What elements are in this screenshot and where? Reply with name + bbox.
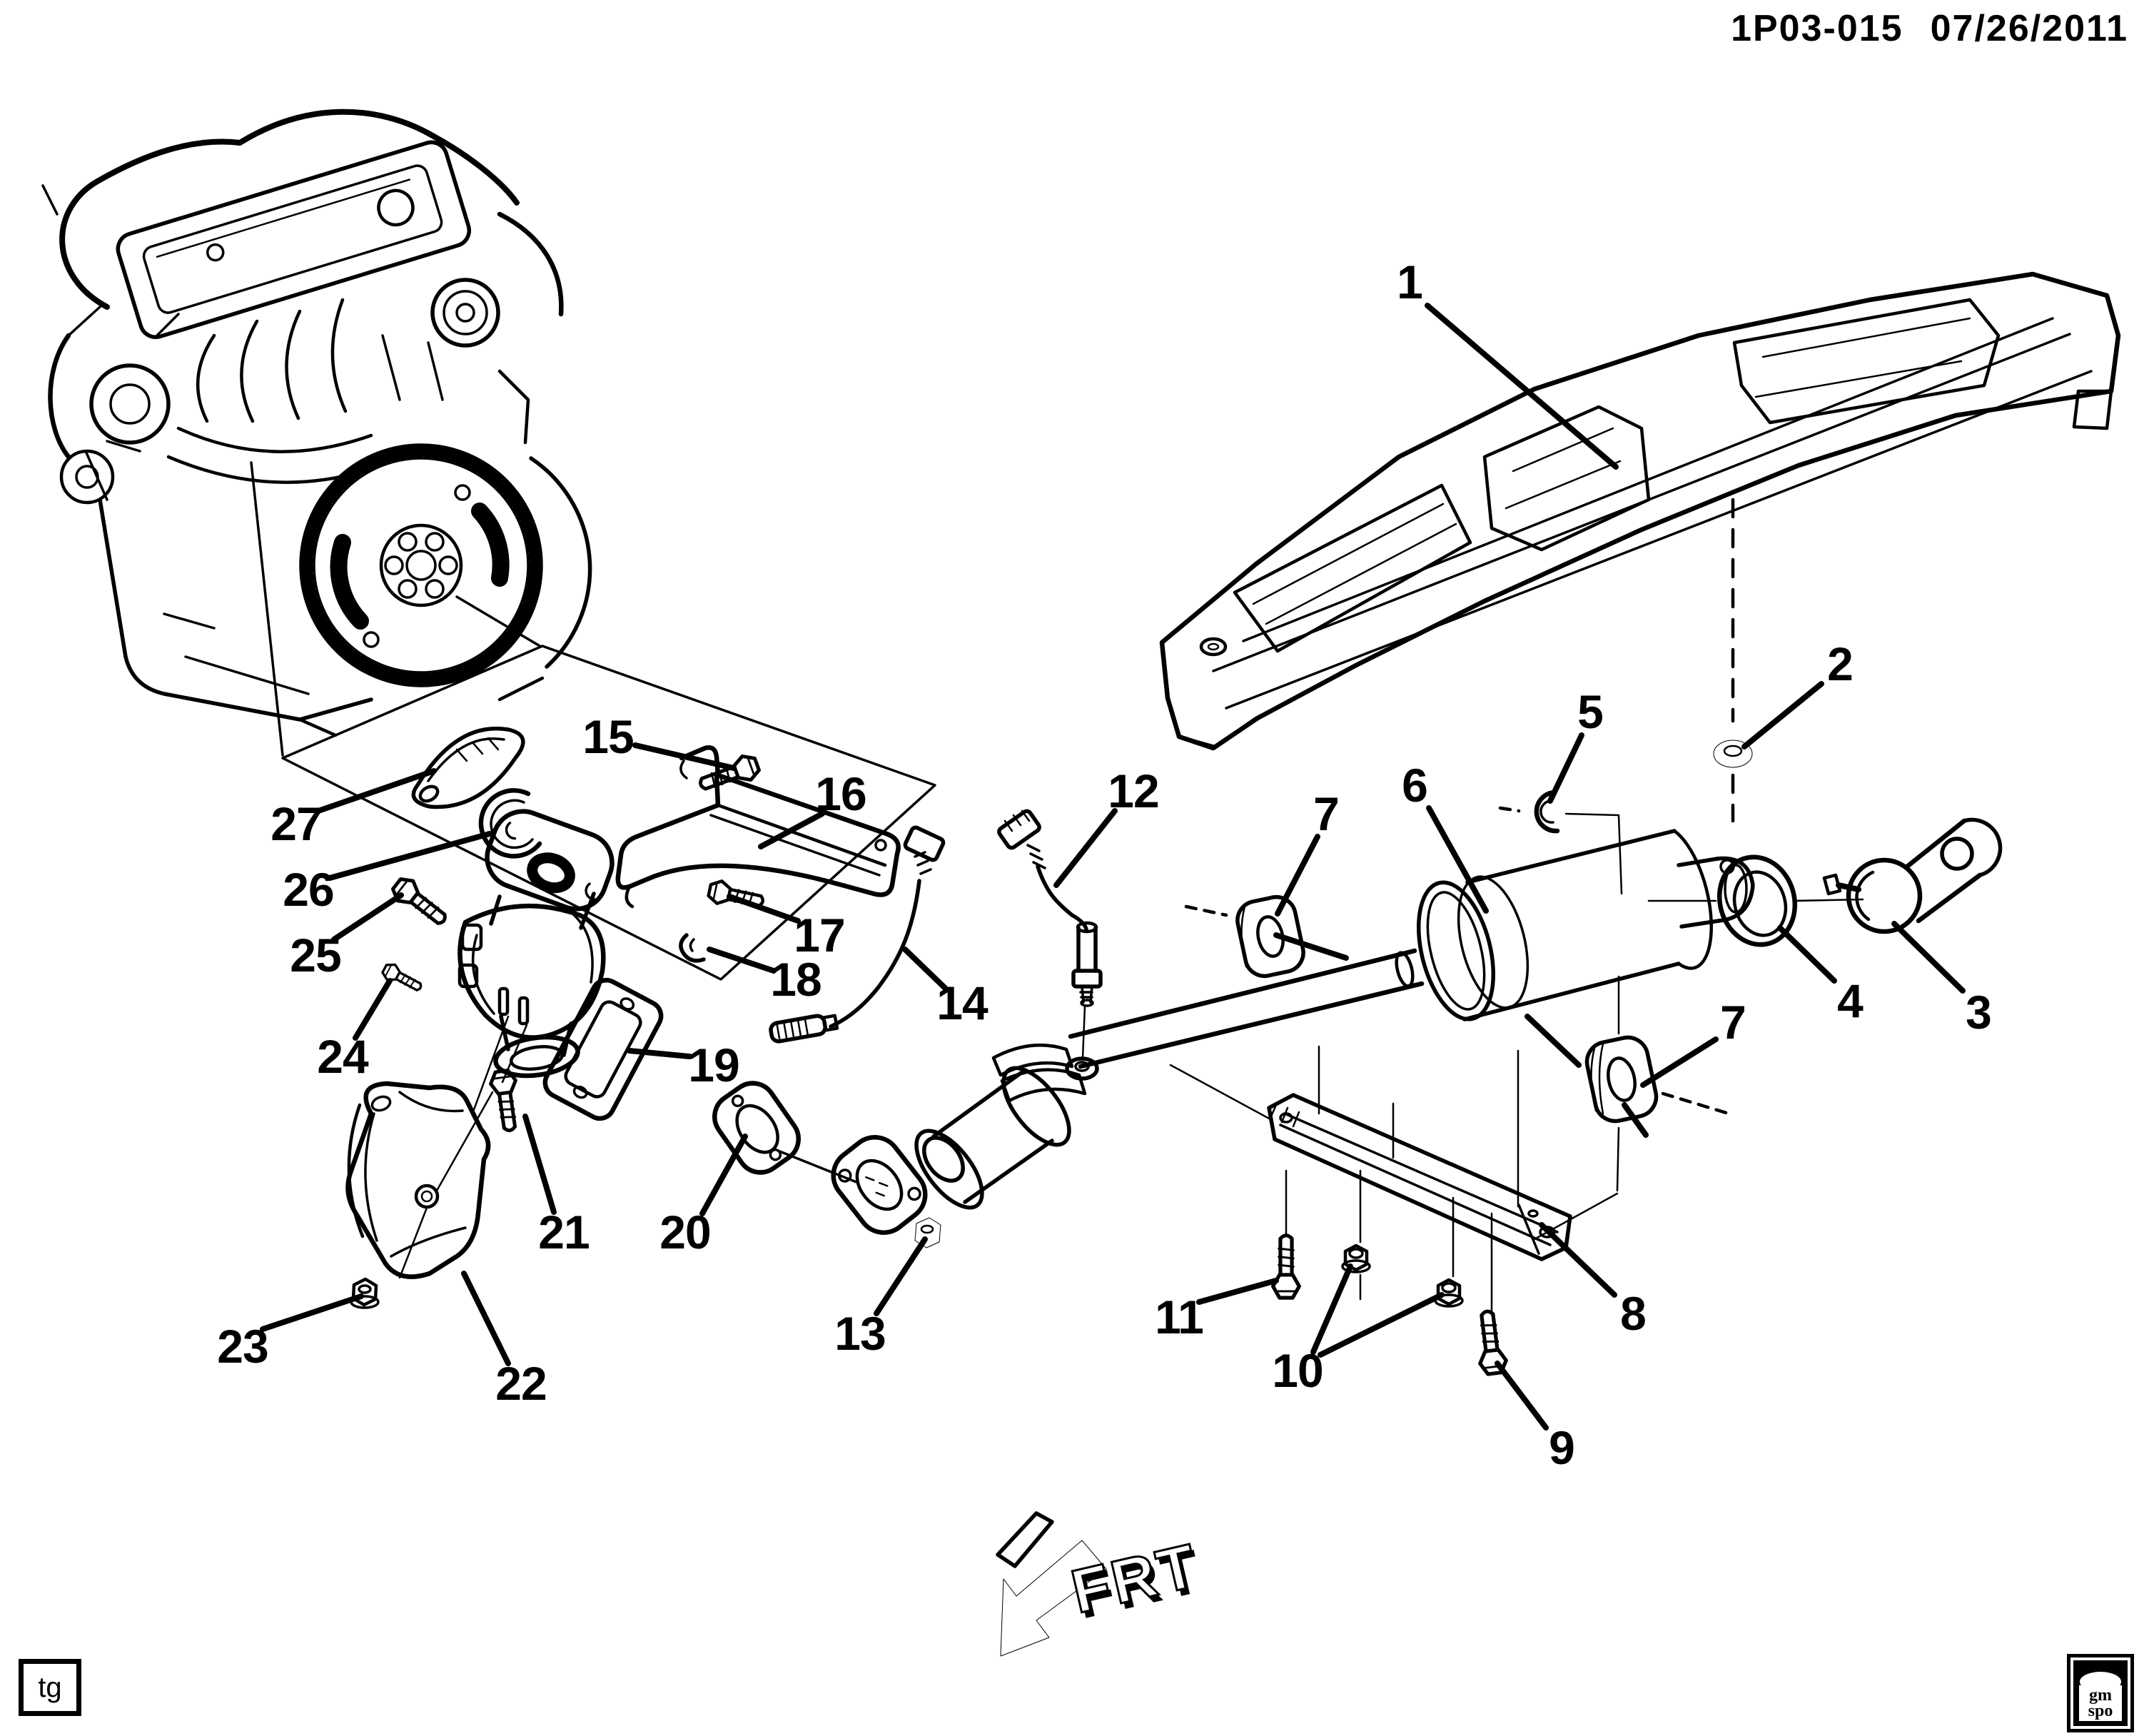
muffler-heat-shield-part1 [1159, 271, 2121, 751]
callout-3: 3 [1966, 986, 1992, 1039]
pipe-clip-part5 [1498, 789, 1623, 895]
drawing-header: 1P03-015 07/26/2011 [1731, 7, 2128, 50]
callout-5: 5 [1577, 685, 1604, 738]
callout-27: 27 [270, 797, 322, 850]
callout-10: 10 [1272, 1344, 1323, 1397]
callout-18: 18 [770, 953, 821, 1006]
callout-24: 24 [317, 1030, 368, 1083]
support-bracket-part19 [542, 977, 664, 1121]
callout-25: 25 [290, 929, 341, 981]
callout-17: 17 [794, 909, 845, 962]
engine-assembly [41, 108, 592, 737]
hanger-insulator-right-part7 [1584, 975, 1731, 1192]
muffler-part6 [1273, 829, 1755, 1138]
callout-21: 21 [538, 1206, 590, 1258]
gm-logo-line2: spo [2088, 1702, 2113, 1720]
callout-22: 22 [495, 1357, 547, 1410]
drawing-date: 07/26/2011 [1930, 8, 2128, 49]
callout-12: 12 [1108, 764, 1159, 817]
callout-16: 16 [815, 767, 866, 820]
seal-ring-part26 [478, 788, 542, 859]
sheet-code-box: tg [19, 1659, 81, 1716]
callout-2: 2 [1827, 637, 1854, 690]
gm-spo-logo-frame: gm spo [2070, 1657, 2130, 1729]
callout-6: 6 [1402, 759, 1428, 812]
callout-9: 9 [1549, 1421, 1575, 1474]
callout-8: 8 [1620, 1287, 1647, 1340]
callout-19: 19 [688, 1039, 739, 1091]
callout-13: 13 [834, 1307, 886, 1360]
clip-part18 [679, 933, 706, 963]
exhaust-gasket-part4 [1716, 854, 1798, 947]
hanger-insulator-left-part7 [1184, 894, 1305, 979]
engine-to-converter-lines [250, 461, 936, 981]
gm-logo-line1: gm [2089, 1685, 2112, 1705]
flange-gasket-part20 [712, 1081, 858, 1184]
oxygen-sensor-part12 [997, 809, 1103, 1007]
flange-nut-part13 [914, 1217, 941, 1248]
callout-7: 7 [1313, 787, 1340, 840]
callout-4: 4 [1837, 974, 1864, 1027]
callout-26: 26 [283, 863, 334, 916]
callout-1: 1 [1397, 256, 1423, 308]
oxygen-sensor-part14 [769, 825, 946, 1044]
sheet-code-label: tg [38, 1671, 62, 1703]
callout-11: 11 [1155, 1291, 1204, 1343]
catalytic-converter [457, 809, 615, 1115]
drawing-number: 1P03-015 [1731, 8, 1903, 49]
gm-spo-logo: gm spo [2067, 1654, 2134, 1732]
callout-15: 15 [582, 710, 634, 763]
shield-grommet-part2 [1713, 498, 1753, 823]
exhaust-center-pipe [831, 948, 1425, 1235]
converter-bracket-part16 [615, 745, 901, 909]
converter-heat-shield-part22 [345, 1081, 491, 1279]
callout-14: 14 [936, 976, 988, 1029]
tailpipe-part3 [1647, 817, 2003, 934]
callout-23: 23 [217, 1320, 268, 1373]
callout-leader-lines [260, 303, 1966, 1430]
callout-20: 20 [659, 1206, 711, 1258]
callout-7: 7 [1720, 996, 1746, 1049]
gm-spo-logo-text: gm spo [2079, 1685, 2122, 1721]
bolt-part21 [435, 1069, 522, 1192]
